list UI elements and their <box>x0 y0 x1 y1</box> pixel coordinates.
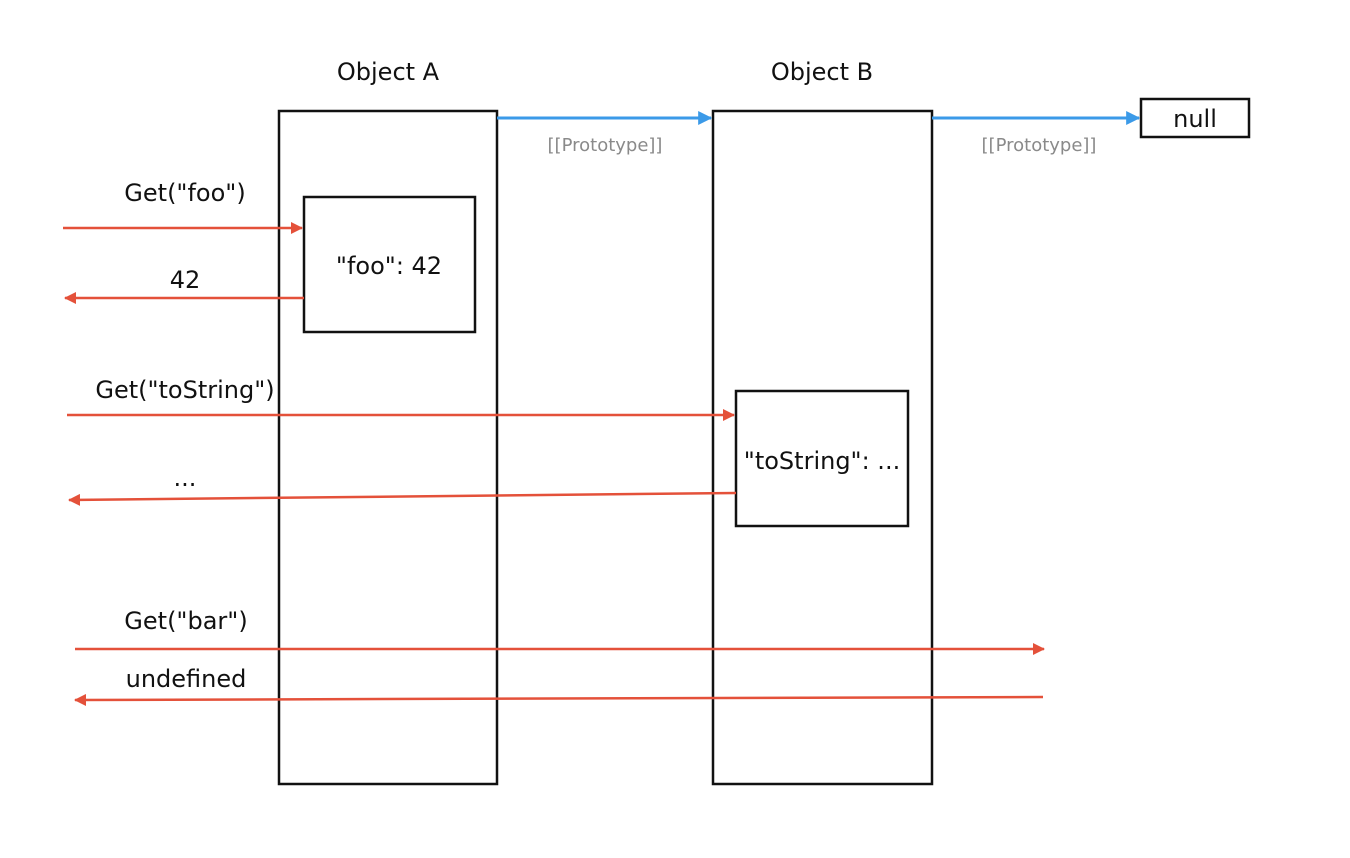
object-a-box <box>277 109 499 786</box>
object-b-title: Object B <box>771 58 873 86</box>
property-foo-box <box>302 195 477 334</box>
result-bar-label: undefined <box>126 665 247 693</box>
object-a-title: Object A <box>337 58 440 86</box>
result-tostring-arrow <box>68 491 737 506</box>
result-bar-arrow <box>74 693 1044 706</box>
null-box <box>1139 97 1251 139</box>
null-label: null <box>1173 105 1217 133</box>
prototype-label-a-to-b: [[Prototype]] <box>548 135 663 156</box>
request-get-tostring-label: Get("toString") <box>95 376 274 404</box>
request-get-foo-label: Get("foo") <box>124 179 245 207</box>
request-get-bar-label: Get("bar") <box>124 607 247 635</box>
result-tostring-label: ... <box>174 464 197 492</box>
result-foo-label: 42 <box>170 266 201 294</box>
property-tostring-label: "toString": ... <box>744 447 900 475</box>
property-tostring-box <box>734 389 910 528</box>
property-foo-label: "foo": 42 <box>336 252 442 280</box>
prototype-label-b-to-null: [[Prototype]] <box>982 135 1097 156</box>
object-b-box <box>711 109 934 786</box>
